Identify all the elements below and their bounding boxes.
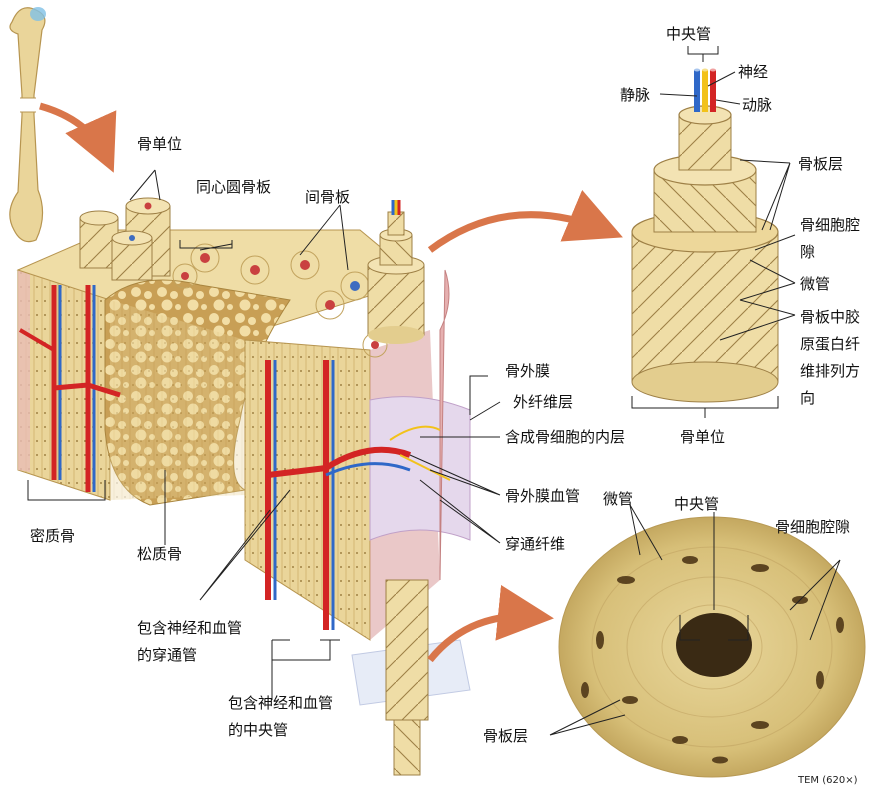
- label-tem: TEM (620×): [798, 775, 858, 786]
- arrow-icon: [427, 189, 623, 253]
- label-interstitial-lamellae: 间骨板: [305, 188, 351, 206]
- label-lacunae-micro: 骨细胞腔隙: [775, 518, 851, 536]
- label-perforating-fibers: 穿通纤维: [505, 535, 566, 553]
- label-outer-fibrous-layer: 外纤维层: [513, 393, 574, 411]
- label-canaliculi-top: 微管: [800, 275, 831, 293]
- osteon-cylinder-right: [367, 200, 425, 344]
- label-collagen-fibers: 骨板中胶原蛋白纤维排列方向: [800, 308, 861, 407]
- label-canaliculi-micro: 微管: [603, 490, 634, 508]
- arrow-icon: [427, 584, 554, 663]
- label-periosteum: 骨外膜: [505, 362, 551, 380]
- label-central-canal-micro: 中央管: [674, 495, 720, 513]
- vessels-right: [265, 360, 451, 630]
- label-nerve: 神经: [738, 63, 769, 81]
- label-inner-osteogenic-layer: 含成骨细胞的内层: [505, 428, 626, 446]
- osteon-cylinders-left: [79, 197, 171, 281]
- label-lamellae-micro: 骨板层: [483, 727, 529, 745]
- osteon-cylinder-bottom: [351, 579, 471, 776]
- leader-lines: [27, 46, 841, 736]
- label-perforating-canal: 包含神经和血管的穿通管: [137, 619, 243, 664]
- label-compact-bone: 密质骨: [30, 527, 76, 545]
- vessels-left: [18, 285, 121, 492]
- tem-micrograph: [558, 516, 866, 778]
- label-central-canal-vessels: 包含神经和血管的中央管: [228, 694, 334, 739]
- label-lacunae: 骨细胞腔隙: [800, 216, 861, 261]
- label-concentric-lamellae: 同心圆骨板: [196, 178, 272, 196]
- arrow-icon: [39, 102, 117, 173]
- label-osteon-top: 骨单位: [680, 428, 726, 446]
- label-lamellae-top: 骨板层: [798, 155, 844, 173]
- label-periosteal-vessel: 骨外膜血管: [505, 487, 581, 505]
- label-spongy-bone: 松质骨: [137, 545, 183, 563]
- label-vein: 静脉: [620, 86, 651, 104]
- osteon-detail: [631, 68, 779, 403]
- label-artery: 动脉: [742, 96, 773, 114]
- label-osteon-main: 骨单位: [137, 135, 183, 153]
- label-central-canal-top: 中央管: [666, 25, 712, 43]
- long-bone-icon: [9, 7, 46, 243]
